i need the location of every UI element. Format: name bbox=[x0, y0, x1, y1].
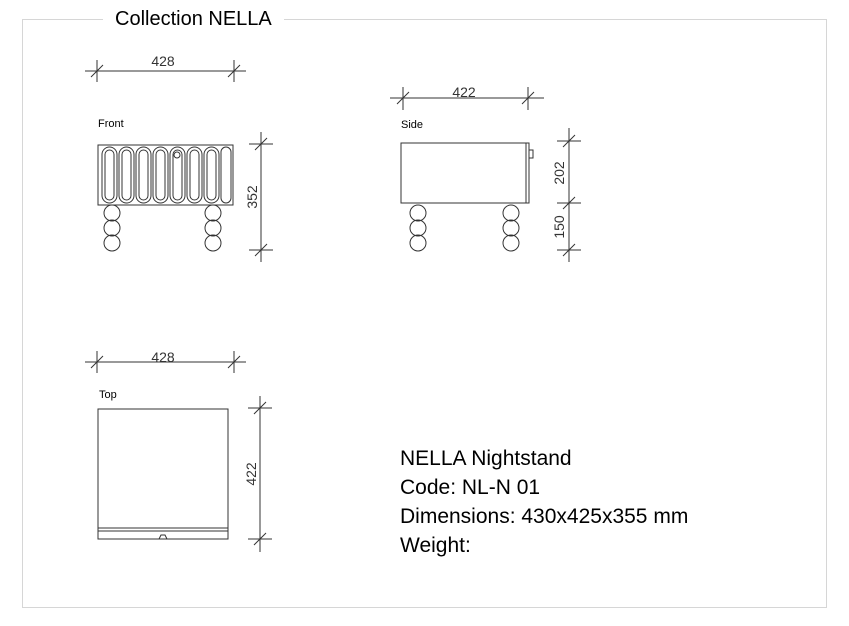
front-width-label: 428 bbox=[151, 53, 175, 69]
top-width-label: 428 bbox=[151, 349, 175, 365]
top-depth-dimension bbox=[248, 396, 272, 552]
collection-title: Collection NELLA bbox=[103, 6, 284, 32]
side-height-dimension bbox=[557, 128, 581, 262]
side-view bbox=[390, 87, 581, 262]
top-depth-label: 422 bbox=[243, 462, 259, 486]
product-name: NELLA Nightstand bbox=[400, 447, 572, 470]
side-front-panel bbox=[525, 142, 530, 204]
front-view bbox=[85, 60, 273, 262]
side-upper-height-label: 202 bbox=[551, 161, 567, 185]
side-lower-height-label: 150 bbox=[551, 215, 567, 239]
product-code: Code: NL-N 01 bbox=[400, 476, 541, 499]
front-oval-panels bbox=[101, 146, 232, 204]
drawing-frame bbox=[22, 19, 827, 608]
side-knob bbox=[528, 149, 534, 159]
top-view bbox=[85, 351, 272, 552]
front-width-dimension bbox=[85, 60, 246, 82]
side-width-dimension bbox=[390, 87, 544, 110]
front-cabinet-body bbox=[97, 144, 234, 206]
front-view-label: Front bbox=[98, 118, 124, 130]
top-outline bbox=[97, 408, 229, 540]
front-height-dimension bbox=[249, 132, 273, 262]
top-view-label: Top bbox=[99, 389, 117, 401]
product-info: NELLA Nightstand Code: NL-N 01 Dimension… bbox=[400, 444, 688, 560]
top-width-dimension bbox=[85, 351, 246, 373]
side-ball-legs bbox=[409, 204, 520, 252]
side-view-label: Side bbox=[401, 119, 423, 131]
side-width-label: 422 bbox=[452, 84, 476, 100]
top-knob bbox=[158, 534, 168, 540]
side-cabinet-body bbox=[400, 142, 527, 204]
product-dimensions: Dimensions: 430x425x355 mm bbox=[400, 505, 689, 528]
front-ball-legs bbox=[103, 204, 222, 252]
front-height-label: 352 bbox=[244, 185, 260, 209]
product-weight: Weight: bbox=[400, 534, 471, 557]
